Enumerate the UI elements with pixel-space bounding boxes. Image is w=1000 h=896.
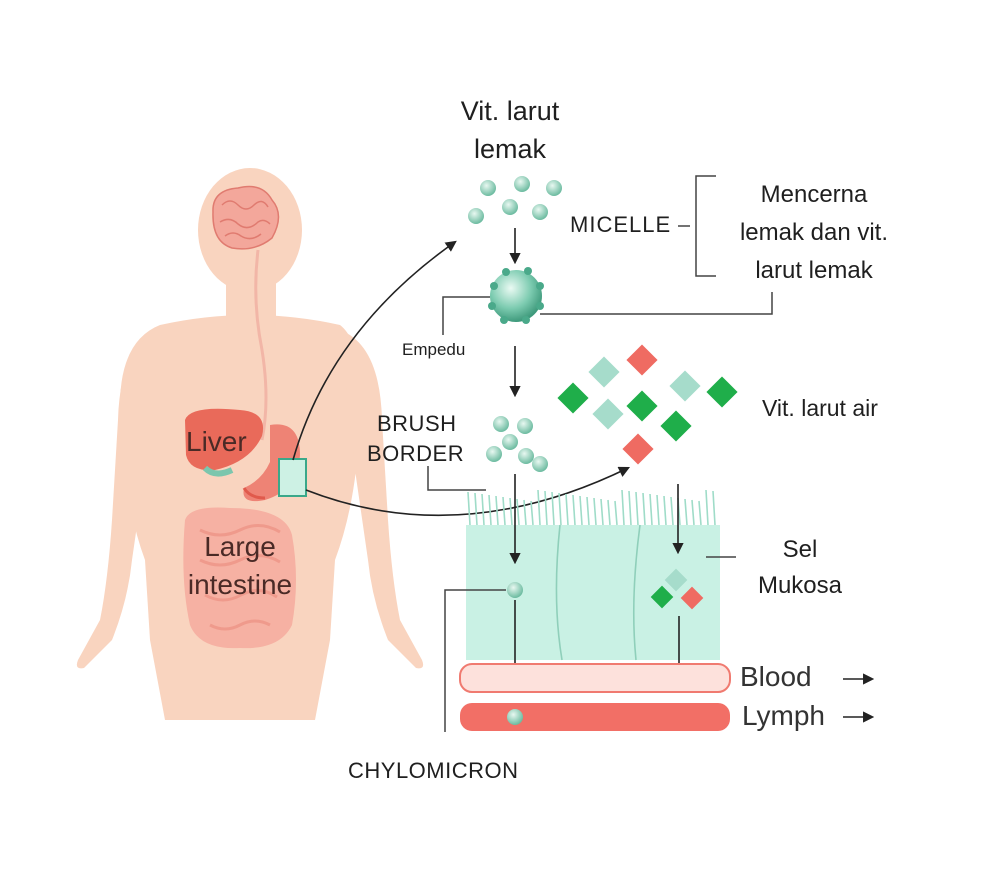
microvillus [628, 490, 632, 526]
arrow-to-fat-vitamins [292, 240, 457, 461]
micelle-description: Mencerna lemak dan vit. larut lemak [739, 181, 889, 284]
chylomicron-particle [507, 582, 523, 598]
brush-border-label: BRUSH BORDER [367, 411, 465, 466]
microvillus [670, 496, 674, 526]
microvillus [516, 498, 520, 526]
water-vitamin-diamonds [557, 344, 738, 465]
microvillus [474, 492, 478, 526]
microvillus [698, 500, 702, 526]
microvillus [684, 498, 688, 526]
liver-organ [185, 408, 264, 471]
microvillus [712, 490, 716, 526]
microvillus [495, 495, 499, 526]
microvillus [656, 494, 660, 526]
human-body [76, 168, 424, 720]
microvillus [614, 500, 618, 526]
arrow-to-water-vitamins [305, 466, 631, 517]
vit-fat-soluble-label: Vit. larut lemak [460, 96, 560, 164]
microvillus [600, 498, 604, 526]
micelle-label: MICELLE [570, 212, 672, 237]
microvillus [635, 491, 639, 526]
microvillus [705, 489, 709, 526]
lymph-label: Lymph [742, 700, 826, 731]
microvillus [509, 497, 513, 526]
blood-vessel [459, 663, 731, 693]
microvillus [572, 494, 576, 526]
microvillus [586, 496, 590, 526]
microvillus [537, 489, 541, 526]
bile-label: Empedu [402, 340, 466, 359]
microvillus [551, 491, 555, 526]
zoom-box [278, 458, 307, 497]
large-intestine-organ [183, 507, 296, 649]
microvillus [481, 493, 485, 526]
microvillus [663, 495, 667, 526]
vit-water-soluble-label: Vit. larut air [762, 395, 878, 421]
micelle-particle [488, 267, 544, 324]
microvillus [593, 497, 597, 526]
large-intestine-label: Large intestine [187, 531, 293, 600]
microvillus [642, 492, 646, 526]
microvillus [565, 493, 569, 526]
lymph-particle [507, 709, 523, 725]
microvillus [649, 493, 653, 526]
microvillus [530, 500, 534, 526]
microvillus [488, 494, 492, 526]
microvillus [544, 490, 548, 526]
fat-vitamin-particles [468, 176, 562, 224]
microvillus [523, 499, 527, 526]
microvillus [621, 489, 625, 526]
chylomicron-label: CHYLOMICRON [348, 758, 519, 783]
microvillus [502, 496, 506, 526]
microvillus [467, 491, 471, 526]
microvillus [691, 499, 695, 526]
liver-label: Liver [186, 426, 247, 457]
brush-border-particles [486, 416, 548, 472]
lymph-vessel [460, 703, 730, 731]
mucosa-cell-label: Sel Mukosa [757, 536, 843, 599]
microvillus [607, 499, 611, 526]
microvillus [579, 495, 583, 526]
blood-label: Blood [740, 661, 812, 692]
microvillus [558, 492, 562, 526]
